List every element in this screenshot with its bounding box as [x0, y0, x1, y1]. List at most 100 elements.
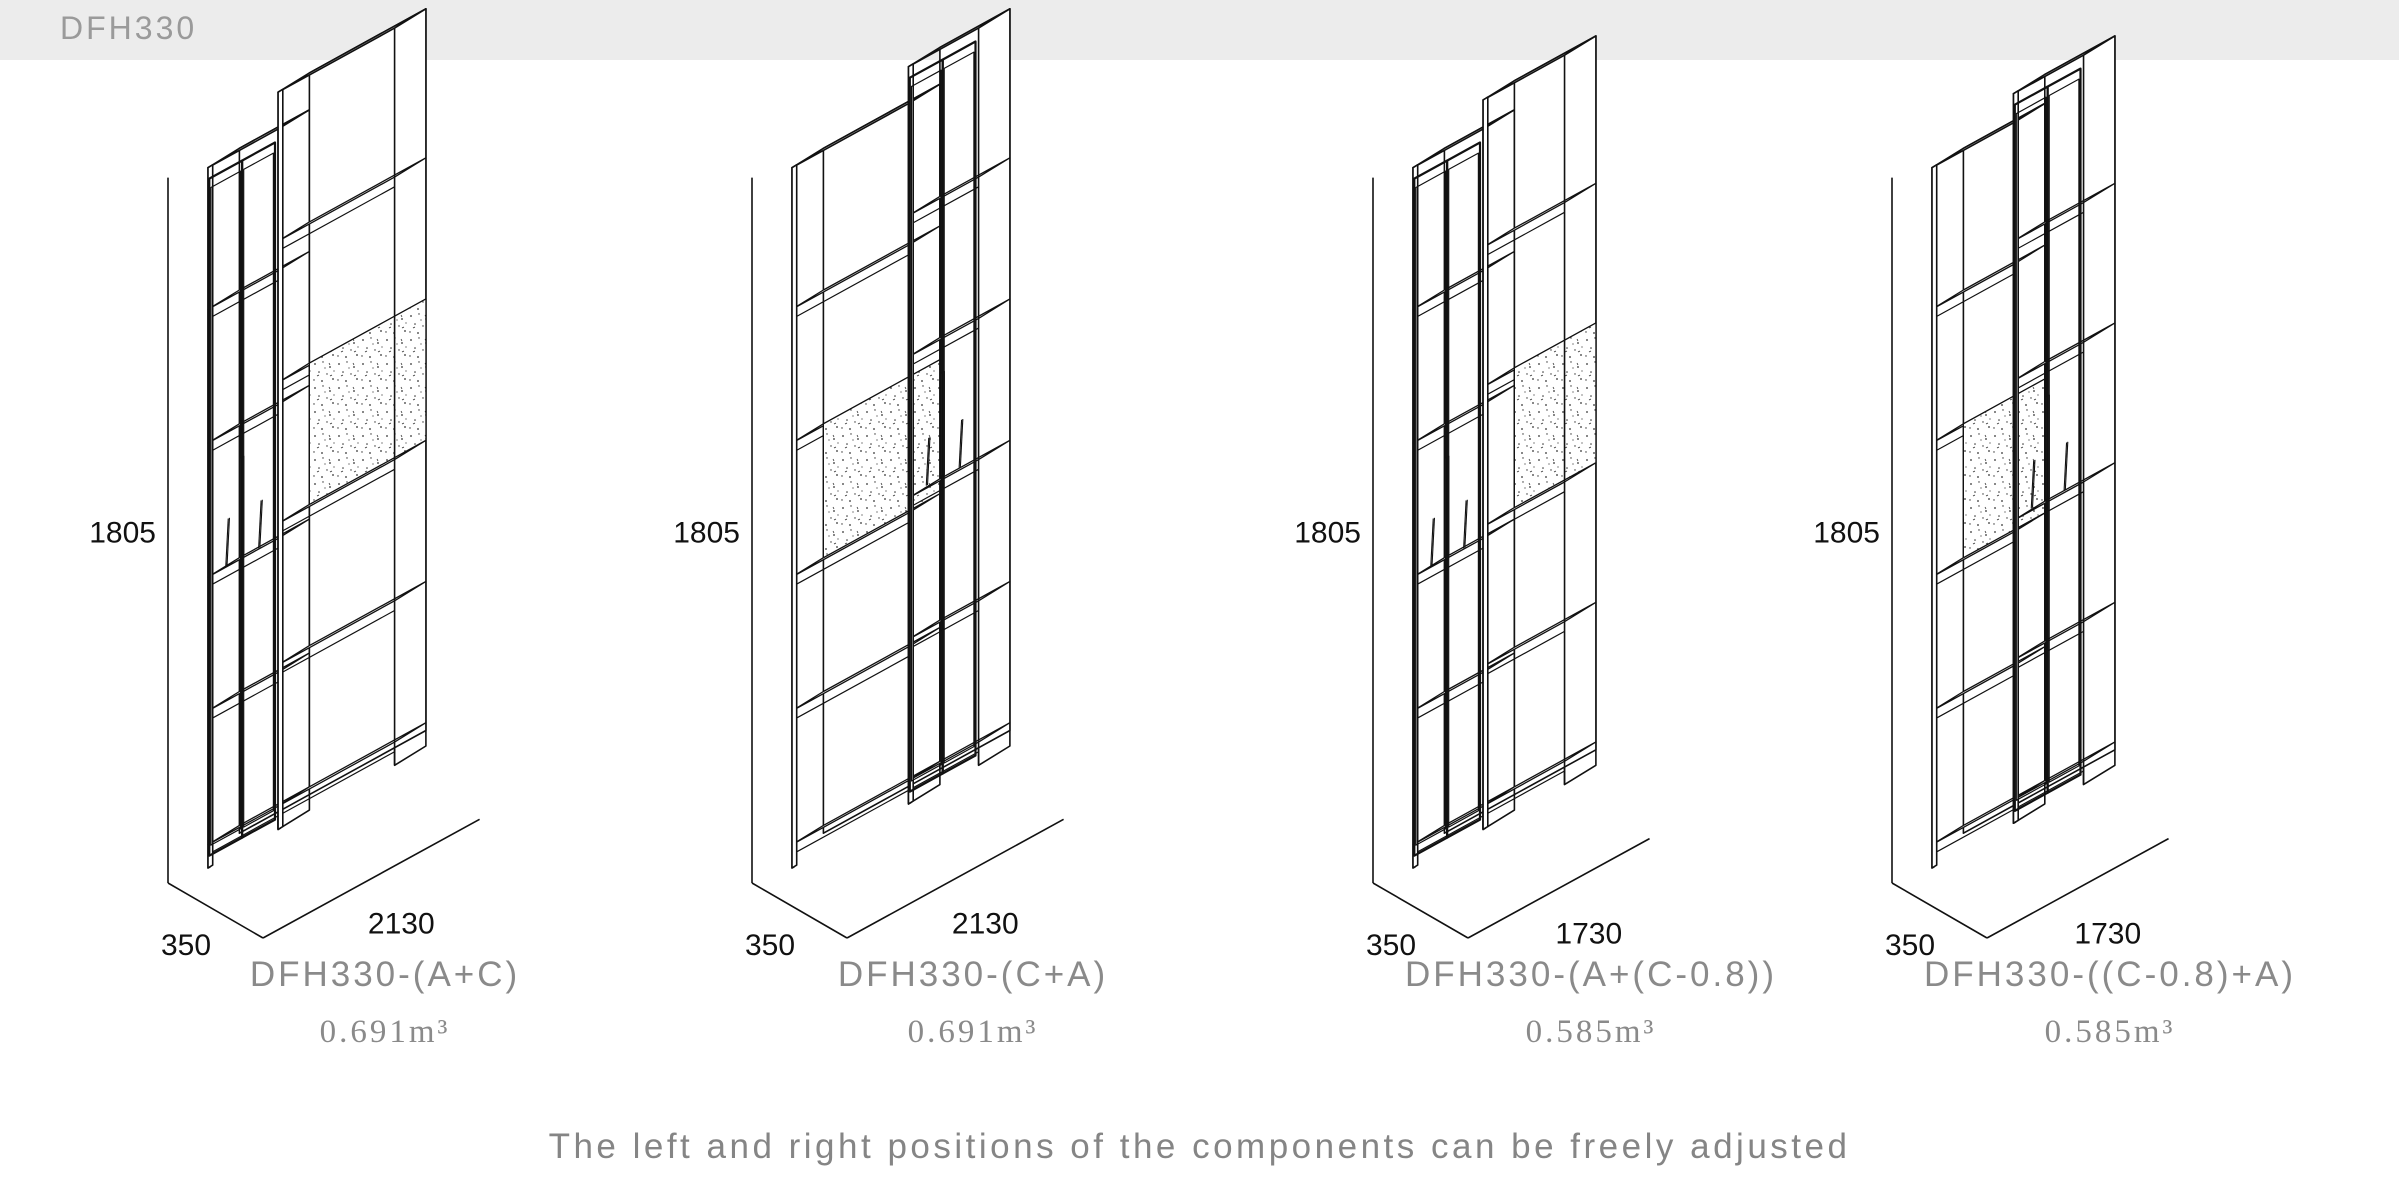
door-handle [1444, 457, 1447, 557]
model-volume-2: 0.691m³ [907, 1014, 1039, 1050]
glass-glare [1464, 499, 1468, 548]
shelf-edge [791, 789, 909, 855]
shelf-panel [277, 157, 427, 242]
shelf-edge [1482, 211, 1565, 258]
height-label: 1805 [89, 516, 156, 549]
glass-glare [2063, 442, 2068, 491]
shelf-edge [791, 522, 909, 588]
shelf-edge [791, 655, 909, 722]
glass-door-frame [2046, 67, 2082, 794]
glass-glare [2030, 460, 2035, 509]
shelf-edge [1931, 273, 2014, 320]
shelf-edge [277, 186, 395, 252]
glass-glare [258, 500, 262, 549]
width-dimension-line [1467, 837, 1650, 939]
shelf-panel [907, 722, 1011, 782]
shelf-panel [907, 298, 1011, 358]
shelf-panel [2012, 601, 2116, 661]
glass-door-pane [1415, 170, 1447, 846]
side-edge [1931, 164, 1938, 869]
glass-glare [226, 517, 231, 566]
top-panel [277, 8, 427, 93]
shelf-panel [2012, 322, 2116, 382]
shelf-panel [1482, 741, 1597, 807]
height-label: 1805 [1813, 516, 1880, 549]
depth-dimension-line [1891, 882, 1988, 939]
shelf-panel [1482, 182, 1597, 249]
door-handle [2047, 394, 2050, 499]
shelf-edge [277, 609, 395, 676]
footer-note: The left and right positions of the comp… [548, 1127, 1851, 1166]
height-label: 1805 [1294, 516, 1361, 549]
shelf-panel [907, 439, 1011, 499]
shelf-edge [277, 751, 395, 817]
cabinet-figure-1: 1805 350 2130 [89, 8, 480, 962]
shelf-edge [277, 468, 395, 534]
depth-label: 350 [1366, 929, 1416, 962]
width-label: 2130 [952, 908, 1019, 941]
model-volume-3: 0.585m³ [1525, 1014, 1657, 1050]
shelf-panel [277, 722, 427, 807]
cabinet-figure-2: 1805 350 2130 [673, 8, 1064, 962]
depth-dimension-line [1372, 882, 1469, 939]
shelf-panel [2012, 182, 2116, 242]
shelf-edge [1482, 491, 1565, 538]
shelf-edge [1482, 770, 1565, 817]
glass-glare [959, 419, 964, 467]
glass-door-pane [910, 69, 942, 782]
shelf-panel [277, 580, 427, 666]
glass-door-frame [1413, 159, 1449, 857]
side-edge [791, 164, 798, 869]
depth-dimension-line [751, 882, 848, 939]
glass-glare [2064, 441, 2069, 490]
shelf-edge [1931, 675, 2014, 722]
door-handle [1447, 455, 1450, 556]
side-edge [277, 88, 284, 831]
door-handle [242, 455, 245, 556]
glass-door-frame [941, 40, 977, 775]
width-dimension-line [846, 818, 1064, 939]
model-name-4: DFH330-((C-0.8)+A) [1924, 955, 2296, 994]
shelf-panel [2012, 462, 2116, 522]
model-volume-4: 0.585m³ [2044, 1014, 2176, 1050]
glass-door-pane [243, 152, 274, 828]
width-label: 1730 [2074, 917, 2141, 950]
width-dimension-line [1986, 837, 2169, 939]
shelf-panel [907, 580, 1011, 641]
glass-glare [926, 437, 931, 486]
glass-glare [958, 419, 963, 468]
shelf-edge [791, 254, 909, 320]
glass-door-pane [943, 51, 975, 764]
model-name-1: DFH330-(A+C) [249, 955, 521, 994]
glass-door-frame [1445, 141, 1482, 839]
glass-glare [1463, 500, 1467, 549]
glass-glare [925, 437, 930, 486]
door-handle [940, 372, 943, 478]
shelf-panel [907, 157, 1011, 217]
glass-glare [225, 518, 229, 567]
shelf-edge [1931, 809, 2014, 855]
glass-door-pane [2048, 78, 2080, 783]
glass-glare [1431, 517, 1436, 566]
page-title: DFH330 [60, 10, 198, 46]
shelf-edge [1931, 541, 2014, 588]
depth-label: 350 [161, 929, 211, 962]
model-name-2: DFH330-(C+A) [837, 955, 1109, 994]
model-volume-1: 0.691m³ [319, 1014, 451, 1050]
glass-door-pane [1448, 152, 1480, 828]
width-dimension-line [262, 818, 480, 939]
shelf-panel [1482, 601, 1597, 668]
glass-door-pane [210, 170, 242, 846]
glass-glare [1430, 518, 1434, 567]
glass-glare [259, 499, 263, 548]
top-panel [1482, 35, 1597, 101]
width-label: 1730 [1555, 917, 1622, 950]
height-label: 1805 [673, 516, 740, 549]
speckled-back-band [308, 298, 427, 505]
depth-label: 350 [745, 929, 795, 962]
side-edge [1482, 96, 1489, 831]
cabinet-figure-3: 1805 350 1730 [1294, 35, 1650, 962]
width-label: 2130 [368, 908, 435, 941]
